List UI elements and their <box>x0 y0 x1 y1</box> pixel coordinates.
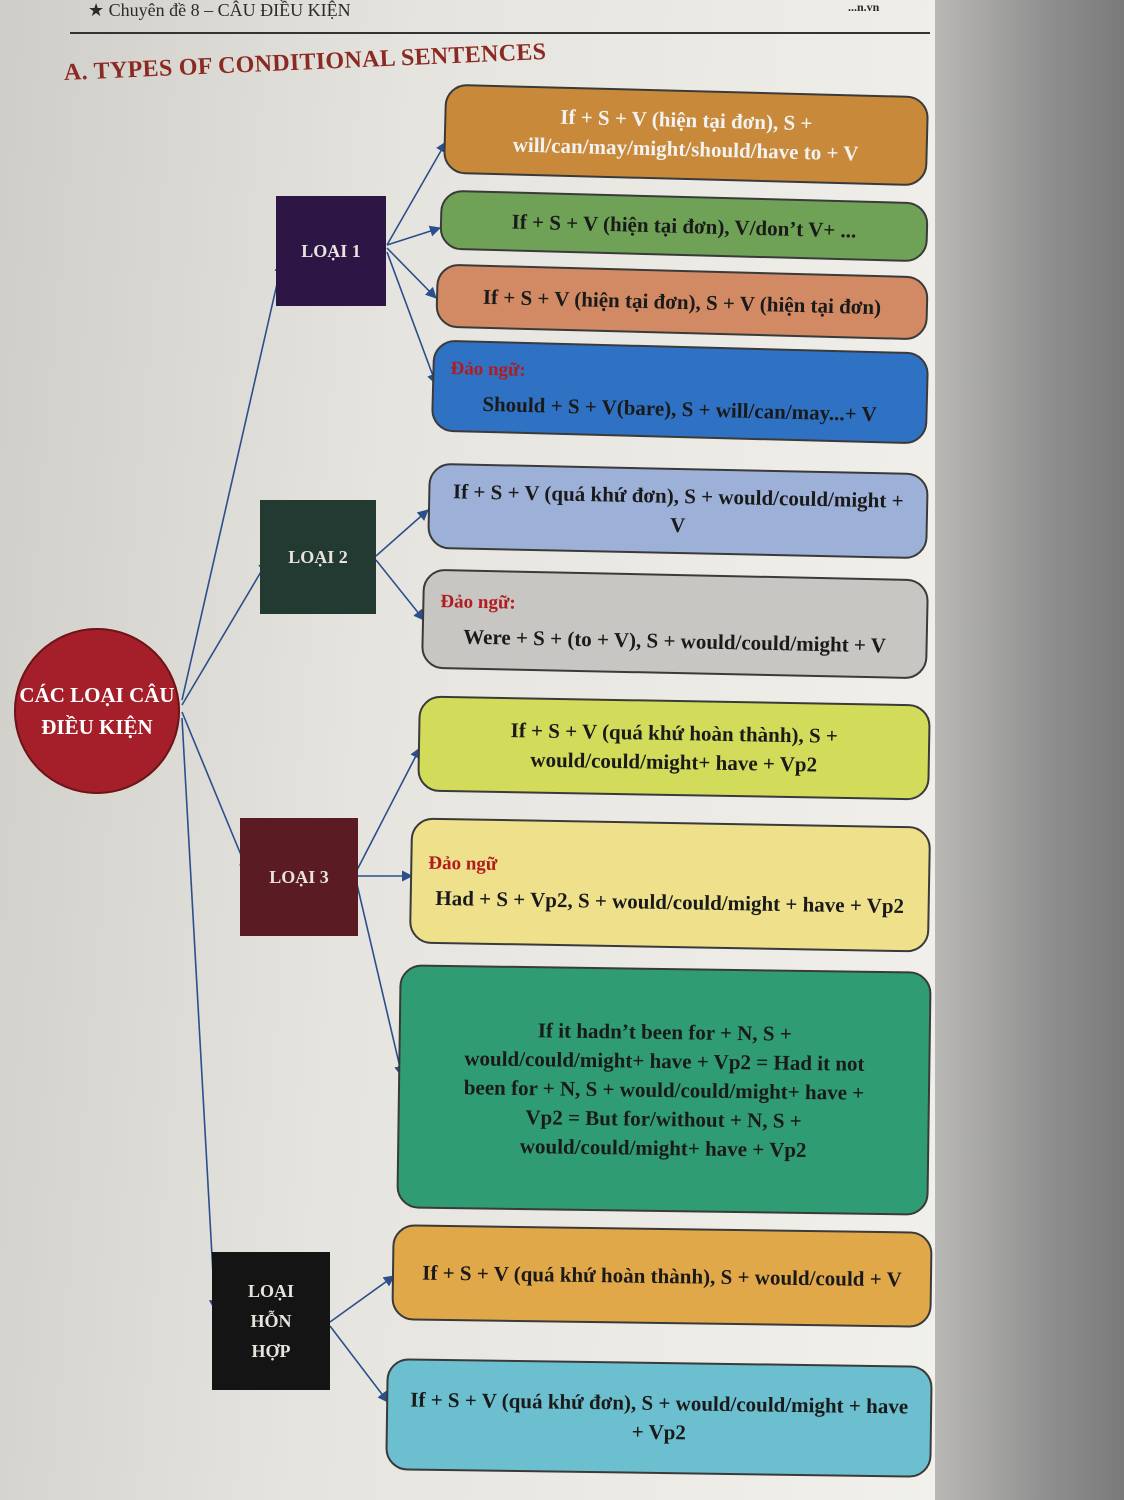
formula-text: If + S + V (quá khứ đơn), S + would/coul… <box>410 1387 909 1445</box>
type-label: LOẠI HỖN HỢP <box>247 1281 294 1361</box>
type-label: LOẠI 3 <box>269 867 329 887</box>
header-rule <box>70 32 930 34</box>
edge-root-honhop <box>181 717 221 1312</box>
formula-text: If it hadn’t been for + N, S + would/cou… <box>463 1017 865 1162</box>
inversion-label: Đảo ngữ: <box>450 357 527 381</box>
type-label: LOẠI 2 <box>288 547 348 567</box>
formula-text: Should + S + V(bare), S + will/can/may..… <box>482 391 878 427</box>
edge-loai1-box3 <box>386 247 437 299</box>
formula-text: If + S + V (quá khứ hoàn thành), S + wou… <box>422 1260 902 1291</box>
formula-text: If + S + V (hiện tại đơn), S + V (hiện t… <box>482 284 882 319</box>
type-node-loai-1: LOẠI 1 <box>276 196 386 306</box>
type-label: LOẠI 1 <box>301 241 361 261</box>
formula-box-type2-main: If + S + V (quá khứ đơn), S + would/coul… <box>427 462 929 560</box>
formula-text: Had + S + Vp2, S + would/could/might + h… <box>435 885 905 919</box>
edge-honhop-box10 <box>329 1275 395 1323</box>
edge-loai1-box2 <box>386 225 442 246</box>
formula-text: Were + S + (to + V), S + would/could/mig… <box>463 624 887 658</box>
inversion-label: Đảo ngữ <box>428 852 498 875</box>
type-node-loai-3: LOẠI 3 <box>240 818 358 936</box>
formula-box-type3-but-for: If it hadn’t been for + N, S + would/cou… <box>396 964 932 1216</box>
formula-box-type1-present: If + S + V (hiện tại đơn), S + V (hiện t… <box>435 263 929 341</box>
formula-text: If + S + V (quá khứ hoàn thành), S + wou… <box>510 718 839 777</box>
formula-box-type3-inversion: Đảo ngữ Had + S + Vp2, S + would/could/m… <box>408 817 932 953</box>
edge-root-loai3 <box>181 711 250 874</box>
formula-box-mixed-2: If + S + V (quá khứ đơn), S + would/coul… <box>385 1358 933 1478</box>
formula-text: If + S + V (quá khứ đơn), S + would/coul… <box>452 479 904 538</box>
edge-loai3-box7 <box>355 747 421 873</box>
formula-box-type3-main: If + S + V (quá khứ hoàn thành), S + wou… <box>417 695 931 801</box>
formula-box-type2-inversion: Đảo ngữ: Were + S + (to + V), S + would/… <box>421 568 929 680</box>
root-node: CÁC LOẠI CÂU ĐIỀU KIỆN <box>14 628 180 794</box>
formula-text: If + S + V (hiện tại đơn), V/don’t V+ ..… <box>511 208 857 243</box>
type-node-loai-hon-hop: LOẠI HỖN HỢP <box>212 1252 330 1390</box>
edge-loai3-box9 <box>355 879 406 1078</box>
edge-honhop-box11 <box>329 1325 389 1403</box>
formula-box-type1-inversion: Đảo ngữ: Should + S + V(bare), S + will/… <box>430 339 930 445</box>
formula-box-mixed-1: If + S + V (quá khứ hoàn thành), S + wou… <box>391 1224 933 1328</box>
chapter-header: ★ Chuyên đề 8 – CÂU ĐIỀU KIỆN <box>88 0 351 20</box>
edge-root-loai1 <box>181 260 286 701</box>
type-node-loai-2: LOẠI 2 <box>260 500 376 614</box>
inversion-label: Đảo ngữ: <box>440 591 516 614</box>
formula-text: If + S + V (hiện tại đơn), S + will/can/… <box>512 104 859 166</box>
edge-loai1-box4 <box>386 251 438 386</box>
brand-logo-text: ...n.vn <box>848 0 880 14</box>
formula-box-type1-imperative: If + S + V (hiện tại đơn), V/don’t V+ ..… <box>439 189 929 263</box>
edge-loai2-box6 <box>375 559 425 621</box>
page-edge-background <box>935 0 1124 1500</box>
edge-loai2-box5 <box>375 509 429 557</box>
formula-box-type1-main: If + S + V (hiện tại đơn), S + will/can/… <box>442 83 930 187</box>
edge-loai1-box1 <box>386 141 447 246</box>
edge-root-loai2 <box>181 559 269 706</box>
